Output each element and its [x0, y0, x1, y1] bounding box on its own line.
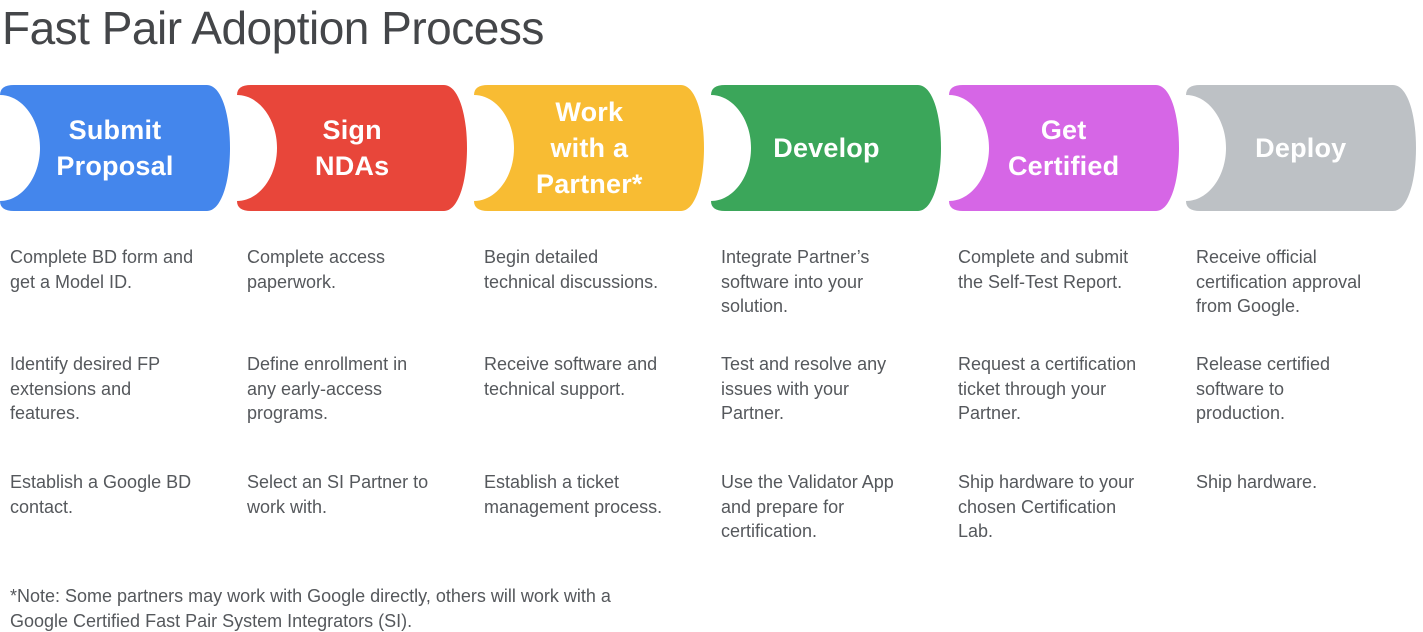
stage-shape-path	[948, 85, 1179, 211]
step-text: Establish a ticket management process.	[484, 472, 663, 517]
step-text: Ship hardware to your chosen Certificati…	[958, 472, 1135, 541]
step-text: Use the Validator App and prepare for ce…	[721, 472, 894, 541]
stage-deploy: Deploy	[1185, 85, 1423, 211]
steps-column-submit-proposal: Complete BD form and get a Model ID. Ide…	[0, 245, 237, 575]
steps-column-deploy: Receive official certification approval …	[1186, 245, 1423, 575]
step-text: Request a certification ticket through y…	[958, 354, 1137, 423]
step-text: Complete BD form and get a Model ID.	[10, 247, 194, 292]
stage-shape	[1185, 85, 1416, 211]
step-text: Receive official certification approval …	[1196, 247, 1362, 316]
stage-shape-path	[711, 85, 942, 211]
stage-get-certified: Get Certified	[948, 85, 1186, 211]
stage-label: Work with a Partner*	[535, 97, 643, 199]
stage-shape-path	[237, 85, 468, 211]
step-text: Receive software and technical support.	[484, 354, 658, 399]
page-title: Fast Pair Adoption Process	[2, 2, 544, 54]
stage-sign-ndas: Sign NDAs	[237, 85, 474, 211]
step-text: Ship hardware.	[1196, 472, 1318, 492]
stage-develop: Develop	[711, 85, 948, 211]
steps-column-get-certified: Complete and submit the Self-Test Report…	[948, 245, 1185, 575]
step-text: Complete access paperwork.	[247, 247, 386, 292]
step-text: Begin detailed technical discussions.	[484, 247, 659, 292]
steps-column-work-with-partner: Begin detailed technical discussions. Re…	[474, 245, 711, 575]
stage-shape	[711, 85, 942, 211]
stage-shape	[0, 85, 230, 211]
stage-shape-path	[0, 85, 230, 211]
stage-submit-proposal: Submit Proposal	[0, 85, 237, 211]
stage-work-with-partner: Work with a Partner*	[474, 85, 711, 211]
step-text: Select an SI Partner to work with.	[247, 472, 429, 517]
stage-label: Sign NDAs	[315, 115, 390, 181]
stage-label: Submit Proposal	[56, 115, 174, 181]
stage-shape	[948, 85, 1179, 211]
step-text: Complete and submit the Self-Test Report…	[958, 247, 1129, 292]
step-text: Identify desired FP extensions and featu…	[10, 354, 161, 423]
step-text: Test and resolve any issues with your Pa…	[721, 354, 887, 423]
step-text: Establish a Google BD contact.	[10, 472, 192, 517]
stage-label: Develop	[773, 133, 880, 163]
stage-shape-path	[474, 85, 705, 211]
stage-shape-path	[1185, 85, 1416, 211]
stage-shape	[237, 85, 468, 211]
footnote: *Note: Some partners may work with Googl…	[10, 586, 611, 631]
stage-label: Get Certified	[1007, 115, 1120, 181]
stage-shape	[474, 85, 705, 211]
stage-label: Deploy	[1255, 133, 1347, 163]
step-text: Integrate Partner’s software into your s…	[721, 247, 870, 316]
stage-steps-area: Complete BD form and get a Model ID. Ide…	[0, 245, 1423, 575]
steps-column-sign-ndas: Complete access paperwork. Define enroll…	[237, 245, 474, 575]
step-text: Release certified software to production…	[1196, 354, 1331, 423]
step-text: Define enrollment in any early-access pr…	[247, 354, 408, 423]
steps-column-develop: Integrate Partner’s software into your s…	[711, 245, 948, 575]
process-pills-row: Submit Proposal Sign NDAs Work with a Pa…	[0, 85, 1423, 211]
